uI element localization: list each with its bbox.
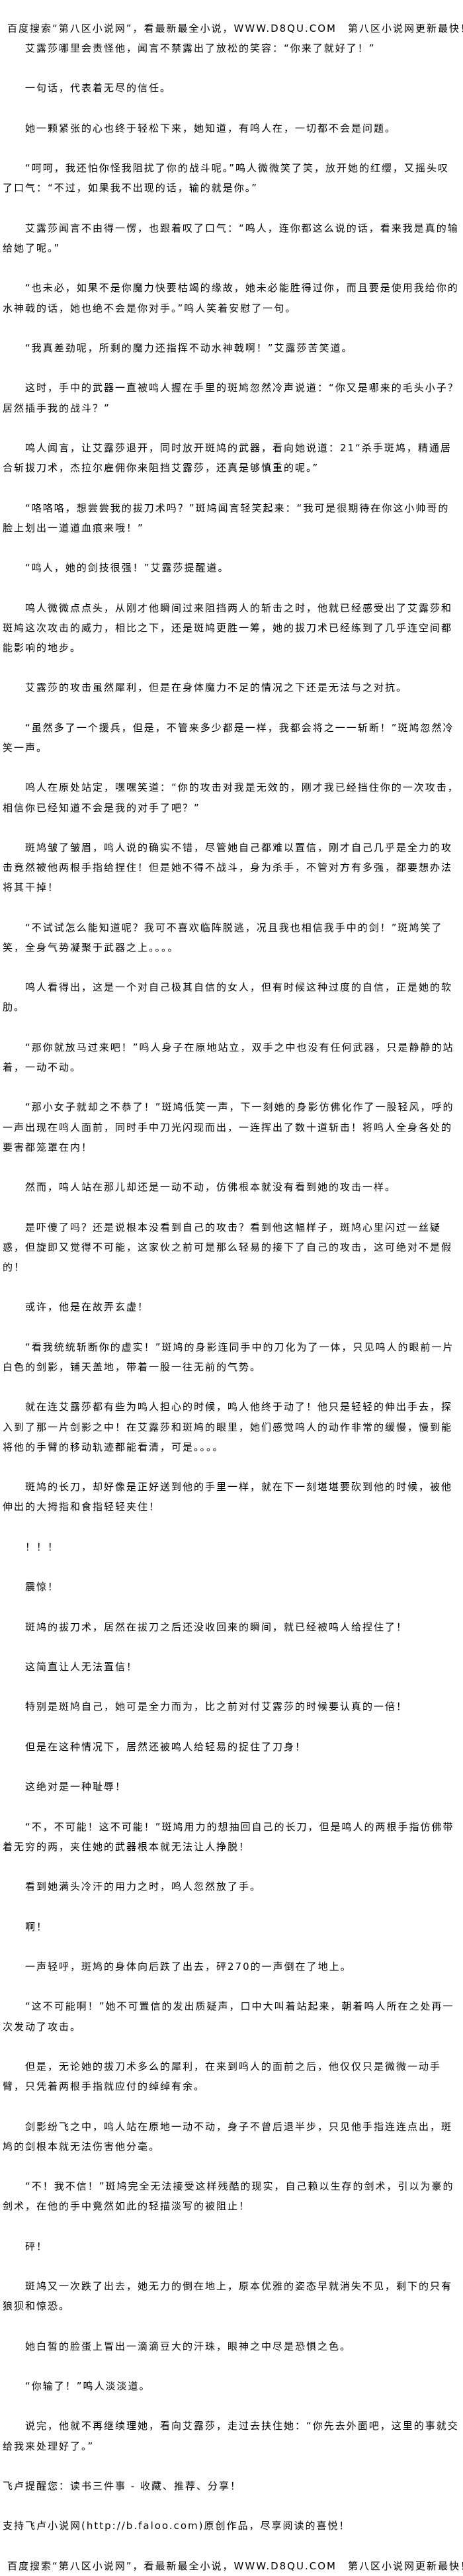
paragraph: “咯咯咯，想尝尝我的拔刀术吗？”斑鸠闻言轻笑起来：“我可是很期待在你这小帅哥的脸… [3,502,450,534]
paragraph: 特别是斑鸠自己，她可是全力而为，比之前对付艾露莎的时候要认真的一倍！ [25,1701,408,1713]
paragraph: 鸣人闻言，让艾露莎退开，同时放开斑鸠的武器，看向她说道：21“杀手斑鸠，精通居合… [3,441,452,474]
paragraph: 但是，无论她的拔刀术多么的犀利，在来到鸣人的面前之后，他仅仅只是微微一动手臂，只… [3,2060,442,2093]
paragraph: “看我统统斩断你的虚实！”斑鸠的身影连同手中的刀化为了一体，只见鸣人的眼前一片白… [3,1341,454,1374]
paragraph: 艾露莎哪里会责怪他，闻言不禁露出了放松的笑容：“你来了就好了！” [25,42,376,54]
paragraph: 鸣人在原处站定，嘿嘿笑道：“你的攻击对我是无效的，刚才我已经挡住你的一次攻击，相… [3,781,459,814]
site-banner-bottom: 百度搜索“第八区小说网”，看最新最全小说，WWW.D8QU.COM 第八区小说网… [7,2559,463,2572]
paragraph: 说完，他就不再继续理她，看向艾露莎，走过去扶住她：“你先去外面吧，这里的事就交给… [3,2420,459,2452]
paragraph: 然而，鸣人站在那儿却还是一动不动，仿佛根本就没有看到她的攻击一样。 [25,1181,397,1194]
paragraph: 鸣人微微点点头，从刚才他瞬间过来阻挡两人的斩击之时，他就已经感受出了艾露莎和斑鸠… [3,601,453,654]
paragraph: 一声轻呼，斑鸠的身体向后跌了出去，砰270的一声倒在了地上。 [25,1960,352,1973]
paragraph: “你输了！”鸣人淡淡道。 [25,2380,151,2393]
paragraph: 看到她满头冷汗的用力之时，鸣人忽然放了手。 [25,1881,262,1893]
paragraph: 震惊！ [25,1581,60,1593]
paragraph: “那小女子就却之不恭了！”斑鸠低笑一声，下一刻她的身影仿佛化作了一股轻风，呼的一… [3,1101,454,1153]
paragraph: 艾露莎的攻击虽然犀利，但是在身体魔力不足的情况之下还是无法与之对抗。 [25,682,408,694]
paragraph: “鸣人，她的剑技很强！”艾露莎提醒道。 [25,562,230,574]
paragraph: 支持飞卢小说网(http://b.faloo.com)原创作品，尽享阅读的喜悦！ [3,2520,351,2532]
paragraph: “不！我不信！”斑鸠完全无法接受这样残酷的现实，自己赖以生存的剑术，引以为豪的剑… [3,2180,454,2213]
paragraph: 她一颗紧张的心也终于轻松下来，她知道，有鸣人在，一切都不会是问题。 [25,122,397,134]
paragraph: “我真差劲呢，所剩的魔力还指挥不动水神戟啊！”艾露莎苦笑道。 [25,341,353,354]
paragraph: 剑影纷飞之中，鸣人站在原地一动不动，身子不曾后退半步，只见他手指连连点出，斑鸠的… [3,2120,453,2153]
paragraph: 这时，手中的武器一直被鸣人握在手里的斑鸠忽然冷声说道：“你又是哪来的毛头小子？居… [3,382,459,414]
paragraph: “呵呵，我还怕你怪我阻扰了你的战斗呢。”鸣人微微笑了笑，放开她的红缨，又摇头叹了… [3,162,450,195]
paragraph: “虽然多了一个援兵，但是，不管来多少都是一样，我都会将之一一斩断！”斑鸠忽然冷笑… [3,721,454,754]
paragraph: 一句话，代表着无尽的信任。 [25,82,172,95]
paragraph: 斑鸠的长刀，却好像是正好送到他的手里一样，就在下一刻堪堪要砍到他的时候，被他伸出… [3,1481,453,1513]
paragraph: 鸣人看得出，这是一个对自己极其自信的女人，但有时候这种过度的自信，正是她的软肋。 [3,981,453,1014]
paragraph: 艾露莎闻言不由得一愣，也跟着叹了口气：“鸣人，连你都这么说的话，看来我是真的输给… [3,222,459,254]
paragraph: 砰！ [25,2240,48,2252]
paragraph: 就在连艾露莎都有些为鸣人担心的时候，鸣人他终于动了！他只是轻轻的伸出手去，探入到… [3,1401,453,1453]
paragraph: “不，不可能！这不可能！”斑鸠用力的想抽回自己的长刀，但是鸣人的两根手指仿佛带着… [3,1820,454,1853]
paragraph: ！！！ [25,1540,60,1553]
paragraph: 是吓傻了吗？还是说根本没看到自己的攻击？看到他这幅样子，斑鸠心里闪过一丝疑惑，但… [3,1221,453,1274]
paragraph: “这不可能啊！”她不可置信的发出质疑声，口中大叫着站起来，朝着鸣人所在之处再一次… [3,2000,454,2033]
paragraph: 她白皙的脸蛋上冒出一滴滴豆大的汗珠，眼神之中尽是恐惧之色。 [25,2340,352,2352]
paragraph: 啊！ [25,1920,48,1933]
paragraph: “不试试怎么能知道呢？我可不喜欢临阵脱逃，况且我也相信我手中的剑！”斑鸠笑了笑，… [3,921,443,954]
paragraph: “也未必，如果不是你魔力快要枯竭的缘故，她未必能胜得过你，而且要是使用我给你的水… [3,282,459,314]
paragraph: 斑鸠的拔刀术，居然在拔刀之后还没收回来的瞬间，就已经被鸣人给捏住了！ [25,1621,408,1633]
paragraph: 这绝对是一种耻辱！ [25,1781,127,1793]
paragraph: 斑鸠又一次跌了出去，她无力的倒在地上，原本优雅的姿态早就消失不见，剩下的只有狼狈… [3,2280,453,2313]
paragraph: 或许，他是在故弄玄虚！ [25,1301,149,1313]
site-banner-top: 百度搜索“第八区小说网”，看最新最全小说，WWW.D8QU.COM 第八区小说网… [7,22,463,34]
paragraph: 斑鸠皱了皱眉，鸣人说的确实不错，尽管她自己都难以置信，刚才自己几乎是全力的攻击竟… [3,841,453,894]
paragraph: “那你就放马过来吧！”鸣人身子在原地站立，双手之中也没有任何武器，只是静静的站着… [3,1041,454,1074]
paragraph: 这简直让人无法置信！ [25,1661,138,1673]
chapter-content: 艾露莎哪里会责怪他，闻言不禁露出了放松的笑容：“你来了就好了！” 一句话，代表着无… [3,38,459,2536]
paragraph: 飞卢提醒您：读书三件事 - 收藏、推荐、分享！ [3,2480,241,2493]
paragraph: 但是在这种情况下，居然还被鸣人给轻易的捉住了刀身！ [25,1740,307,1753]
